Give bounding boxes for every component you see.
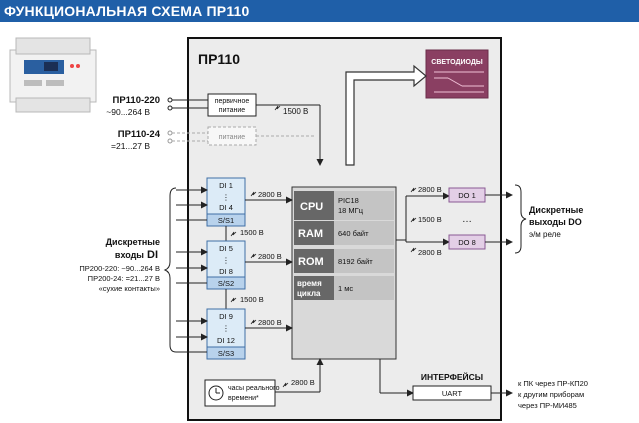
do-isolation-mid: 1500 В [418,215,442,224]
di-9-label: DI 9 [219,312,233,321]
cpu-key: CPU [300,201,323,213]
power-24-title: ПР110-24 [118,129,161,140]
cpu-val-bg [334,191,394,220]
outputs-brace [514,184,527,254]
leds-block: СВЕТОДИОДЫ [425,49,489,99]
power-isolation: 1500 В [283,107,308,116]
group-isolation-1: 1500 В [240,228,264,237]
inputs-section: Дискретные входы DI ПР200-220: ~90...264… [79,177,293,360]
leds-label: СВЕТОДИОДЫ [431,59,483,66]
rom-val-bg [334,249,394,273]
di-group-1-dots: ⋮ [222,193,230,202]
cpu-val-line2: 18 МГц [338,206,364,215]
terminal-220-a [167,97,173,103]
do-isolation-top: 2800 В [418,185,442,194]
ss3-label: S/S3 [218,349,234,358]
inputs-spec3: «сухие контакты» [99,284,160,293]
outputs-title-line2: выходы DO [529,217,582,227]
ss3-box [206,346,246,360]
cpu-val-line1: PIC18 [338,196,359,205]
di-group-3-isolation: 2800 В [258,318,282,327]
outputs-title-line1: Дискретные [529,205,583,215]
interfaces-note-1: к ПК через ПР-КП20 [518,379,588,388]
ram-key: RAM [298,228,323,240]
rom-key: ROM [298,256,324,268]
power-section: ПР110-220 ~90...264 В первичное питание … [106,93,324,166]
rom-key-bg [294,249,334,273]
interfaces-note-2: к другим приборам [518,390,584,399]
cpu-block: CPU PIC18 18 МГц RAM 640 байт ROM 8192 б… [291,186,397,360]
inputs-title-line1: Дискретные [106,237,160,247]
rom-val: 8192 байт [338,257,373,266]
di-5-label: DI 5 [219,244,233,253]
inputs-spec1: ПР200-220: ~90...264 В [79,264,160,273]
power-220-range: ~90...264 В [106,107,150,117]
title-bar: ФУНКЦИОНАЛЬНАЯ СХЕМА ПР110 [0,0,639,22]
outputs-section: 2800 В 1500 В 2800 В DO 1 … DO 8 Дискрет… [396,184,583,257]
ss1-label: S/S1 [218,216,234,225]
ss2-label: S/S2 [218,279,234,288]
di-group-1-isolation: 2800 В [258,190,282,199]
di-group-2-dots: ⋮ [222,256,230,265]
outputs-title-line3: э/м реле [529,230,561,239]
do-1-label: DO 1 [458,191,476,200]
leds-bus-arrow [345,64,427,166]
inputs-title-di: DI [147,249,158,261]
ram-val: 640 байт [338,229,369,238]
device-photo [9,37,97,113]
di-4-label: DI 4 [219,203,233,212]
terminal-220-b [167,105,173,111]
clock-label-line2: времени* [228,395,259,402]
di-group-3-dots: ⋮ [222,324,230,333]
clock-section: часы реального времени* 2800 В [204,358,324,407]
inputs-brace [163,187,177,353]
inputs-title-line2: входы [115,250,144,260]
cpu-key-bg [294,191,334,220]
power-220-title: ПР110-220 [112,95,160,106]
supply-24-label: питание [219,134,245,141]
primary-supply-line2: питание [219,107,245,114]
di-group-2-isolation: 2800 В [258,252,282,261]
di-1-label: DI 1 [219,181,233,190]
interfaces-note-3: через ПР-МИ485 [518,401,577,410]
clock-label-line1: часы реального [228,385,280,392]
interfaces-title: ИНТЕРФЕЙСЫ [421,371,483,382]
interfaces-section: ИНТЕРФЕЙСЫ UART к ПК через ПР-КП20 к дру… [379,359,588,410]
group-isolation-2: 1500 В [240,295,264,304]
cycle-val: 1 мс [338,284,353,293]
device-name: ПР110 [198,51,240,67]
uart-label: UART [442,389,463,398]
clock-isolation: 2800 В [291,378,315,387]
cycle-key-bg [294,276,334,300]
di-12-label: DI 12 [217,336,235,345]
cycle-key-line2: цикла [297,289,321,298]
cycle-key-line1: время [297,279,322,288]
terminal-24-a [167,130,173,136]
primary-supply-line1: первичное [215,98,250,105]
power-24-range: =21...27 В [111,141,150,151]
di-8-label: DI 8 [219,267,233,276]
do-8-label: DO 8 [458,238,476,247]
do-dots: … [462,214,472,225]
do-isolation-bot: 2800 В [418,248,442,257]
ram-val-bg [334,221,394,245]
cycle-val-bg [334,276,394,300]
inputs-spec2: ПР200-24: =21...27 В [88,274,160,283]
diagram-title: ФУНКЦИОНАЛЬНАЯ СХЕМА ПР110 [4,3,250,19]
ram-key-bg [294,221,334,245]
terminal-24-b [167,138,173,144]
